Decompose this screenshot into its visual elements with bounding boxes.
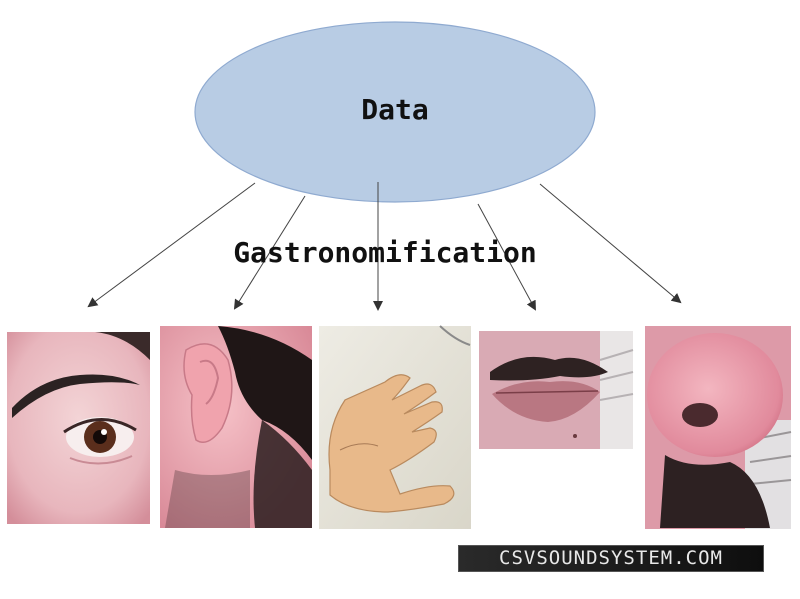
nose-photo — [645, 326, 792, 529]
arrow-to-eye — [87, 182, 256, 308]
arrow-to-nose — [539, 183, 682, 304]
data-label: Data — [361, 93, 429, 126]
data-ellipse — [194, 21, 596, 203]
eye-photo — [7, 332, 150, 524]
arrow-to-mouth — [477, 203, 536, 311]
ear-photo — [160, 326, 312, 528]
mouth-photo — [479, 331, 634, 449]
arrows — [87, 182, 682, 311]
arrow-to-ear — [233, 195, 306, 310]
gastronomification-label: Gastronomification — [233, 236, 537, 269]
watermark-text: CSVSOUNDSYSTEM.COM — [458, 545, 764, 572]
hand-photo — [319, 325, 471, 529]
